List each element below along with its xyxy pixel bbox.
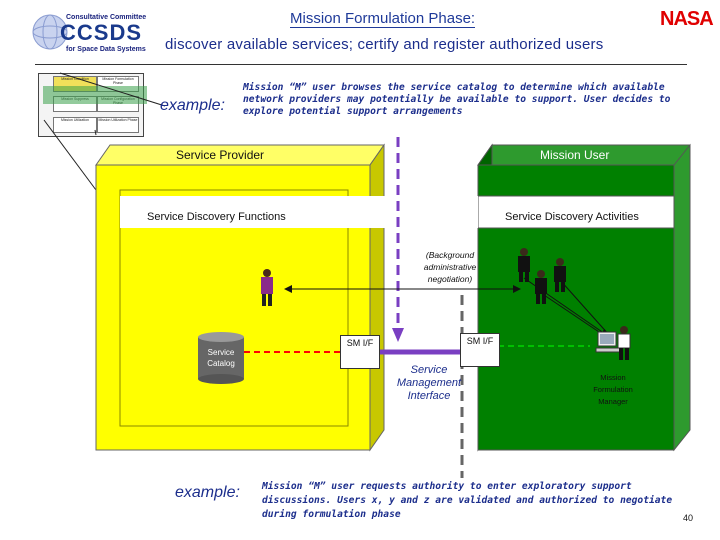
user-person-icon	[518, 248, 530, 282]
service-provider-label: Service Provider	[176, 148, 265, 162]
example-text-top: Mission “M” user browses the service cat…	[243, 82, 671, 117]
functions-band	[120, 196, 478, 228]
logo-line-2: CCSDS	[60, 20, 143, 45]
provider-person-icon	[261, 269, 273, 306]
boundary-arrow	[392, 328, 404, 342]
service-discovery-functions: Service Discovery Functions	[147, 211, 286, 223]
example-label-top: example:	[160, 97, 225, 114]
mission-user-box	[477, 143, 691, 452]
mission-user-label: Mission User	[540, 148, 610, 162]
user-arrow	[559, 279, 611, 337]
thumb-highlight	[43, 86, 147, 104]
sm-interface-user: SM I/F	[460, 333, 500, 367]
user-arrow	[540, 292, 609, 339]
manager-computer-icon	[595, 326, 631, 360]
user-person-icon	[535, 270, 547, 304]
globe-icon	[32, 14, 68, 50]
page-number: 40	[683, 513, 694, 523]
logo-line-1: Consultative Committee	[66, 14, 147, 21]
page-subtitle: discover available services; certify and…	[165, 36, 604, 53]
phase-thumbnail: Mission Condition Mission Formulation Ph…	[38, 73, 147, 137]
service-discovery-activities: Service Discovery Activities	[505, 211, 639, 223]
service-catalog-label: Service Catalog	[207, 348, 235, 368]
page-title: Mission Formulation Phase:	[290, 10, 476, 28]
example-label-bottom: example:	[175, 484, 240, 501]
mission-formulation-manager-label: Mission Formulation Manager	[593, 373, 633, 406]
logo-line-3: for Space Data Systems	[66, 46, 146, 53]
header-divider	[35, 64, 687, 65]
service-provider-box	[95, 143, 385, 452]
thumb-box: Mission Utilization Phase	[97, 117, 139, 133]
sm-interface-provider: SM I/F	[340, 335, 380, 369]
example-text-bottom: Mission “M” user requests authority to e…	[262, 481, 673, 520]
user-person-icon	[554, 258, 566, 292]
service-catalog-cylinder	[198, 332, 244, 384]
ccsds-logo: Consultative Committee CCSDS for Space D…	[30, 8, 150, 56]
service-management-interface-label: Service Management Interface	[396, 364, 462, 402]
negotiation-label: (Background administrative negotiation)	[423, 250, 477, 284]
nasa-logo: NASA	[660, 8, 714, 30]
thumb-box: Mission Utilization	[53, 117, 97, 133]
